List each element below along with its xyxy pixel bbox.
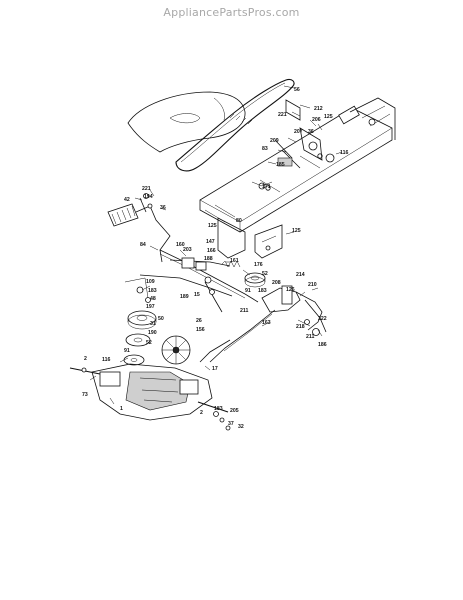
callout-212: 212 [314, 106, 323, 112]
callout-2: 2 [84, 356, 87, 362]
callout-222: 222 [318, 316, 327, 322]
callout-163: 163 [262, 320, 271, 326]
drive-belt [175, 78, 295, 172]
callout-218: 218 [296, 324, 305, 330]
callout-116: 116 [340, 150, 348, 156]
callout-208: 208 [272, 280, 281, 286]
callout-176: 176 [254, 262, 263, 268]
transaxle [69, 339, 231, 431]
frame-bracket [217, 217, 283, 259]
callout-109: 109 [146, 279, 155, 285]
callout-186: 186 [318, 342, 327, 348]
callout-183-b: 183 [258, 288, 267, 294]
leader-lines [89, 85, 343, 405]
callout-52-b: 52 [146, 340, 152, 346]
callout-126: 126 [286, 287, 295, 293]
upper-linkage [251, 99, 335, 190]
callout-156: 156 [196, 327, 205, 333]
callout-labels: 56 212 221 206 125 207 36 209 83 116 185… [82, 87, 348, 430]
hood-outline [127, 91, 246, 153]
callout-205: 205 [230, 408, 239, 414]
callout-209: 209 [270, 138, 279, 144]
cooling-fan [161, 335, 191, 365]
callout-80: 80 [236, 218, 242, 224]
mid-linkage [139, 257, 241, 313]
callout-125-b: 125 [208, 223, 217, 229]
callout-210: 210 [308, 282, 317, 288]
callout-211-b: 211 [306, 334, 314, 340]
callout-84: 84 [140, 242, 146, 248]
callout-160: 160 [176, 242, 185, 248]
callout-36-b: 36 [160, 205, 166, 211]
pedal-assembly [107, 193, 259, 303]
callout-32: 32 [238, 424, 244, 430]
callout-161: 161 [230, 258, 239, 264]
callout-183: 183 [148, 288, 157, 294]
callout-197: 197 [146, 304, 155, 310]
callout-26: 26 [196, 318, 202, 324]
callout-91: 91 [245, 288, 251, 294]
callout-42: 42 [124, 197, 130, 203]
callout-31: 31 [150, 321, 156, 327]
callout-207: 207 [294, 129, 303, 135]
brake-rod-assembly [209, 285, 327, 363]
callout-15: 15 [194, 292, 200, 298]
callout-1: 1 [120, 406, 123, 412]
callout-50: 50 [158, 316, 164, 322]
callout-125-c: 125 [292, 228, 301, 234]
callout-147: 147 [206, 239, 215, 245]
callout-183-c: 183 [214, 406, 223, 412]
callout-221: 221 [278, 112, 287, 118]
callout-206: 206 [312, 117, 321, 123]
watermark-text: AppliancePartsPros.com [163, 6, 300, 19]
callout-48: 48 [150, 296, 156, 302]
callout-73: 73 [82, 392, 88, 398]
callout-2-b: 2 [200, 410, 203, 416]
callout-116-b: 116 [102, 357, 110, 363]
callout-37: 37 [228, 421, 234, 427]
callout-125: 125 [324, 114, 333, 120]
callout-189: 189 [180, 294, 189, 300]
callout-185: 185 [276, 162, 285, 168]
callout-203: 203 [183, 247, 192, 253]
callout-52: 52 [262, 271, 268, 277]
callout-188: 188 [204, 256, 213, 262]
callout-91-b: 91 [124, 348, 130, 354]
callout-17: 17 [212, 366, 218, 372]
callout-221-b: 221 [142, 186, 151, 192]
callout-83: 83 [262, 146, 268, 152]
frame-rail [199, 97, 396, 233]
callout-36: 36 [308, 129, 314, 135]
callout-190: 190 [148, 330, 157, 336]
callout-211: 211 [240, 308, 248, 314]
right-pulley [244, 272, 266, 288]
callout-171: 171 [262, 184, 271, 190]
callout-166: 166 [207, 248, 216, 254]
left-pulleys [123, 277, 157, 366]
callout-194: 194 [144, 194, 153, 200]
callout-56: 56 [294, 87, 300, 93]
callout-214: 214 [296, 272, 305, 278]
